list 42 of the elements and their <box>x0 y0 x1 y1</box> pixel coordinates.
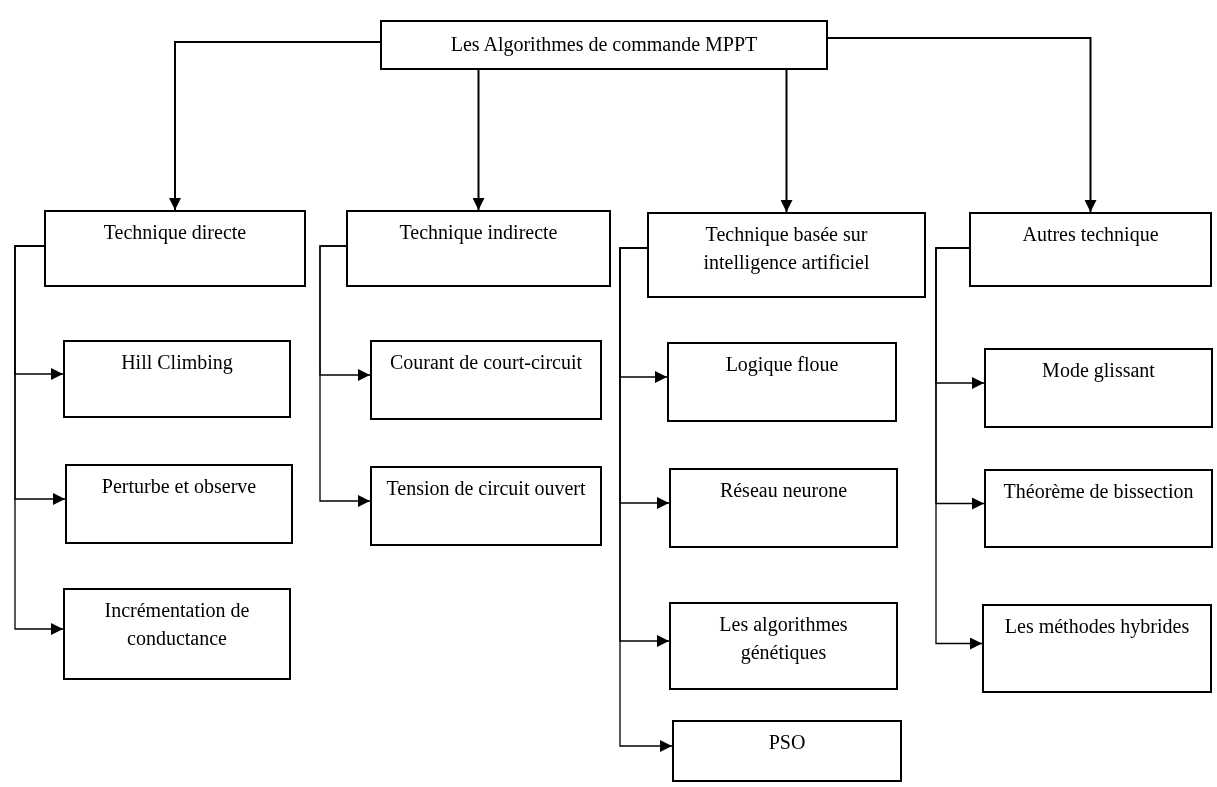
process-box <box>672 720 902 782</box>
process-box <box>370 340 602 420</box>
node-label: Autres technique <box>1022 222 1159 248</box>
node-label: Théorème de bissection <box>1003 479 1194 504</box>
node-label: Technique basée sur intelligence artificiel <box>702 222 871 276</box>
process-box <box>969 212 1212 287</box>
node-label: Logique floue <box>725 352 839 378</box>
arrow <box>169 41 381 211</box>
arrow <box>619 247 673 752</box>
process-box <box>370 466 602 546</box>
process-box <box>669 602 898 690</box>
process-box <box>984 348 1213 428</box>
arrow <box>319 245 371 507</box>
node-label: Les Algorithmes de commande MPPT <box>450 32 758 58</box>
process-box <box>346 210 611 287</box>
process-box <box>65 464 293 544</box>
process-box <box>63 588 291 680</box>
node-label: Les algorithmes génétiques <box>718 612 849 666</box>
process-box <box>44 210 306 287</box>
node-label: Technique indirecte <box>399 220 558 246</box>
node-label: Technique directe <box>103 220 247 246</box>
arrow <box>935 247 983 650</box>
arrow <box>14 245 64 635</box>
node-label: Les méthodes hybrides <box>1004 614 1190 640</box>
arrow <box>827 37 1097 213</box>
node-label: Perturbe et observe <box>101 474 257 499</box>
process-box <box>647 212 926 298</box>
node-label: Courant de court-circuit <box>389 350 583 375</box>
process-box <box>669 468 898 548</box>
node-label: Réseau neurone <box>719 478 848 503</box>
node-label: Hill Climbing <box>121 350 233 376</box>
process-box <box>982 604 1212 693</box>
node-label: PSO <box>768 730 806 755</box>
node-label: Tension de circuit ouvert <box>386 476 586 501</box>
node-label: Mode glissant <box>1042 358 1155 384</box>
process-box <box>984 469 1213 548</box>
process-box <box>63 340 291 418</box>
node-label: Incrémentation de conductance <box>103 598 251 651</box>
arrow <box>472 69 485 211</box>
process-box <box>380 20 828 70</box>
process-box <box>667 342 897 422</box>
arrow <box>780 69 793 213</box>
